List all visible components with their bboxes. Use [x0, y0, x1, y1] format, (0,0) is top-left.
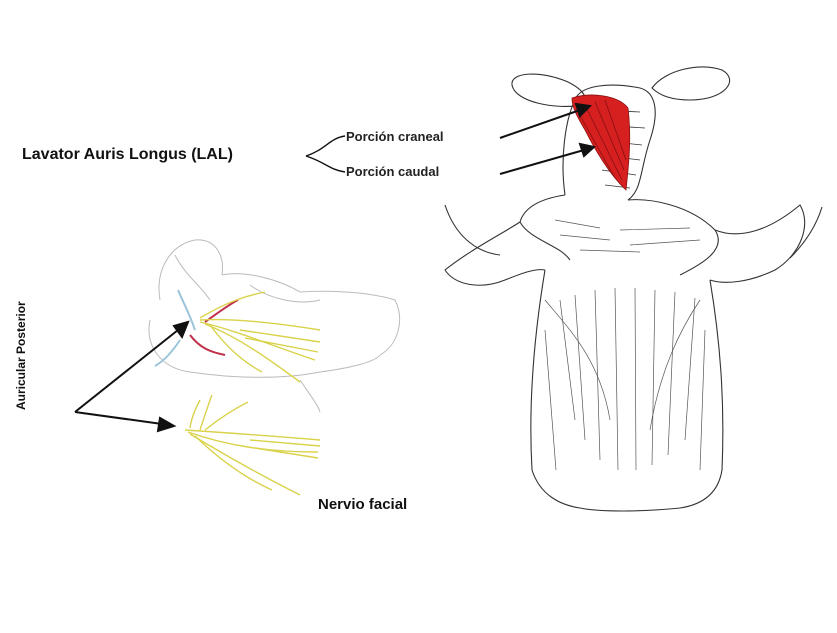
muscle-arrows — [500, 104, 594, 174]
posterior-auricular-label: Auricular Posterior — [14, 260, 28, 410]
facial-nerve-label: Nervio facial — [318, 496, 407, 513]
facial-nerve-isolated — [185, 395, 320, 495]
lal-label: Lavator Auris Longus (LAL) — [22, 146, 233, 164]
mouse-dorsal-view — [445, 67, 822, 511]
label-bracket — [306, 136, 345, 172]
auricular-arrows — [75, 322, 188, 431]
caudal-portion-label: Porción caudal — [346, 164, 439, 179]
facial-nerve-upper — [200, 292, 320, 382]
vessels — [155, 290, 238, 366]
cranial-portion-label: Porción craneal — [346, 129, 444, 144]
